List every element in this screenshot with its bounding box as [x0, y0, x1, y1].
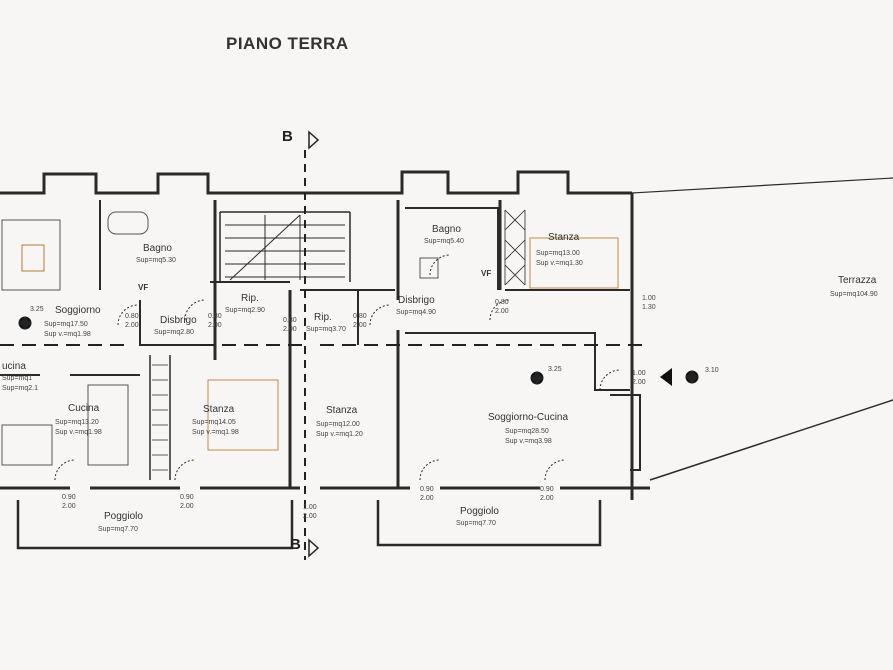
room-terrazza: Terrazza [838, 275, 877, 286]
room-stanza-mid-supv: Sup v.=mq1.20 [316, 431, 363, 438]
room-stanza-left: Stanza [203, 404, 235, 415]
room-cucina: Cucina [68, 403, 100, 414]
room-poggiolo-left: Poggiolo [104, 511, 143, 522]
room-cucina-partial-sup: Sup=mq1 [2, 375, 33, 382]
plan-title: PIANO TERRA [226, 34, 349, 53]
room-cucina-partial-supv: Sup=mq2.1 [2, 385, 38, 392]
dim-balcony-e-h: 2.00 [540, 495, 554, 502]
room-bagno-right: Bagno [432, 224, 461, 235]
room-rip-mid-sup: Sup=mq3.70 [306, 326, 346, 333]
dim-door-c-h: 2.00 [283, 326, 297, 333]
dim-door-a-h: 2.00 [125, 322, 139, 329]
room-bagno-left-sup: Sup=mq5.30 [136, 257, 176, 264]
room-soggiorno-left-supv: Sup v.=mq1.98 [44, 331, 91, 338]
room-cucina-supv: Sup v.=mq1.98 [55, 429, 102, 436]
level-mark-left: 3.25 [30, 306, 44, 313]
room-soggiorno-cucina-sup: Sup=mq28.50 [505, 428, 549, 435]
room-disbrigo-left: Disbrigo [160, 315, 197, 326]
dim-entry-w: 1.00 [632, 370, 646, 377]
room-soggiorno-left: Soggiorno [55, 305, 101, 316]
dim-window-w: 1.00 [642, 295, 656, 302]
dim-balcony-e-w: 0.90 [540, 486, 554, 493]
room-poggiolo-right: Poggiolo [460, 506, 499, 517]
dim-door-d-w: 0.80 [353, 313, 367, 320]
room-soggiorno-cucina: Soggiorno-Cucina [488, 412, 569, 423]
dim-balcony-d-w: 0.90 [420, 486, 434, 493]
room-stanza-right-supv: Sup v.=mq1.30 [536, 260, 583, 267]
vf-label-right: VF [481, 269, 492, 278]
dim-door-c-w: 0.80 [283, 317, 297, 324]
room-cucina-partial: ucina [2, 361, 26, 372]
room-soggiorno-cucina-supv: Sup v.=mq3.98 [505, 438, 552, 445]
dim-balcony-b-w: 0.90 [180, 494, 194, 501]
room-stanza-right: Stanza [548, 232, 580, 243]
room-poggiolo-left-sup: Sup=mq7.70 [98, 526, 138, 533]
dim-door-e-h: 2.00 [495, 308, 509, 315]
room-stanza-left-sup: Sup=mq14.05 [192, 419, 236, 426]
dim-entry-h: 2.00 [632, 379, 646, 386]
dim-door-a-w: 0.80 [125, 313, 139, 320]
dim-door-b-h: 2.00 [208, 322, 222, 329]
room-bagno-right-sup: Sup=mq5.40 [424, 238, 464, 245]
room-rip-left: Rip. [241, 293, 259, 304]
level-mark-right: 3.10 [705, 367, 719, 374]
section-marker-bottom: B [290, 536, 301, 553]
room-soggiorno-left-sup: Sup=mq17.50 [44, 321, 88, 328]
dim-balcony-a-w: 0.90 [62, 494, 76, 501]
dim-door-e-w: 0.80 [495, 299, 509, 306]
section-marker-top: B [282, 128, 293, 145]
level-mark-center: 3.25 [548, 366, 562, 373]
room-stanza-mid: Stanza [326, 405, 358, 416]
dim-balcony-c-h: 2.00 [303, 513, 317, 520]
room-poggiolo-right-sup: Sup=mq7.70 [456, 520, 496, 527]
dim-door-d-h: 2.00 [353, 322, 367, 329]
room-stanza-left-supv: Sup v.=mq1.98 [192, 429, 239, 436]
room-rip-mid: Rip. [314, 312, 332, 323]
room-disbrigo-right: Disbrigo [398, 295, 435, 306]
dim-balcony-c-w: 1.00 [303, 504, 317, 511]
room-disbrigo-left-sup: Sup=mq2.80 [154, 329, 194, 336]
dim-door-b-w: 0.80 [208, 313, 222, 320]
dim-balcony-d-h: 2.00 [420, 495, 434, 502]
room-cucina-sup: Sup=mq13.20 [55, 419, 99, 426]
dim-window-h: 1.30 [642, 304, 656, 311]
room-terrazza-sup: Sup=mq104.90 [830, 291, 878, 298]
room-rip-left-sup: Sup=mq2.90 [225, 307, 265, 314]
room-stanza-right-sup: Sup=mq13.00 [536, 250, 580, 257]
dim-balcony-a-h: 2.00 [62, 503, 76, 510]
room-disbrigo-right-sup: Sup=mq4.90 [396, 309, 436, 316]
room-stanza-mid-sup: Sup=mq12.00 [316, 421, 360, 428]
dim-balcony-b-h: 2.00 [180, 503, 194, 510]
vf-label-left: VF [138, 283, 149, 292]
room-bagno-left: Bagno [143, 243, 172, 254]
